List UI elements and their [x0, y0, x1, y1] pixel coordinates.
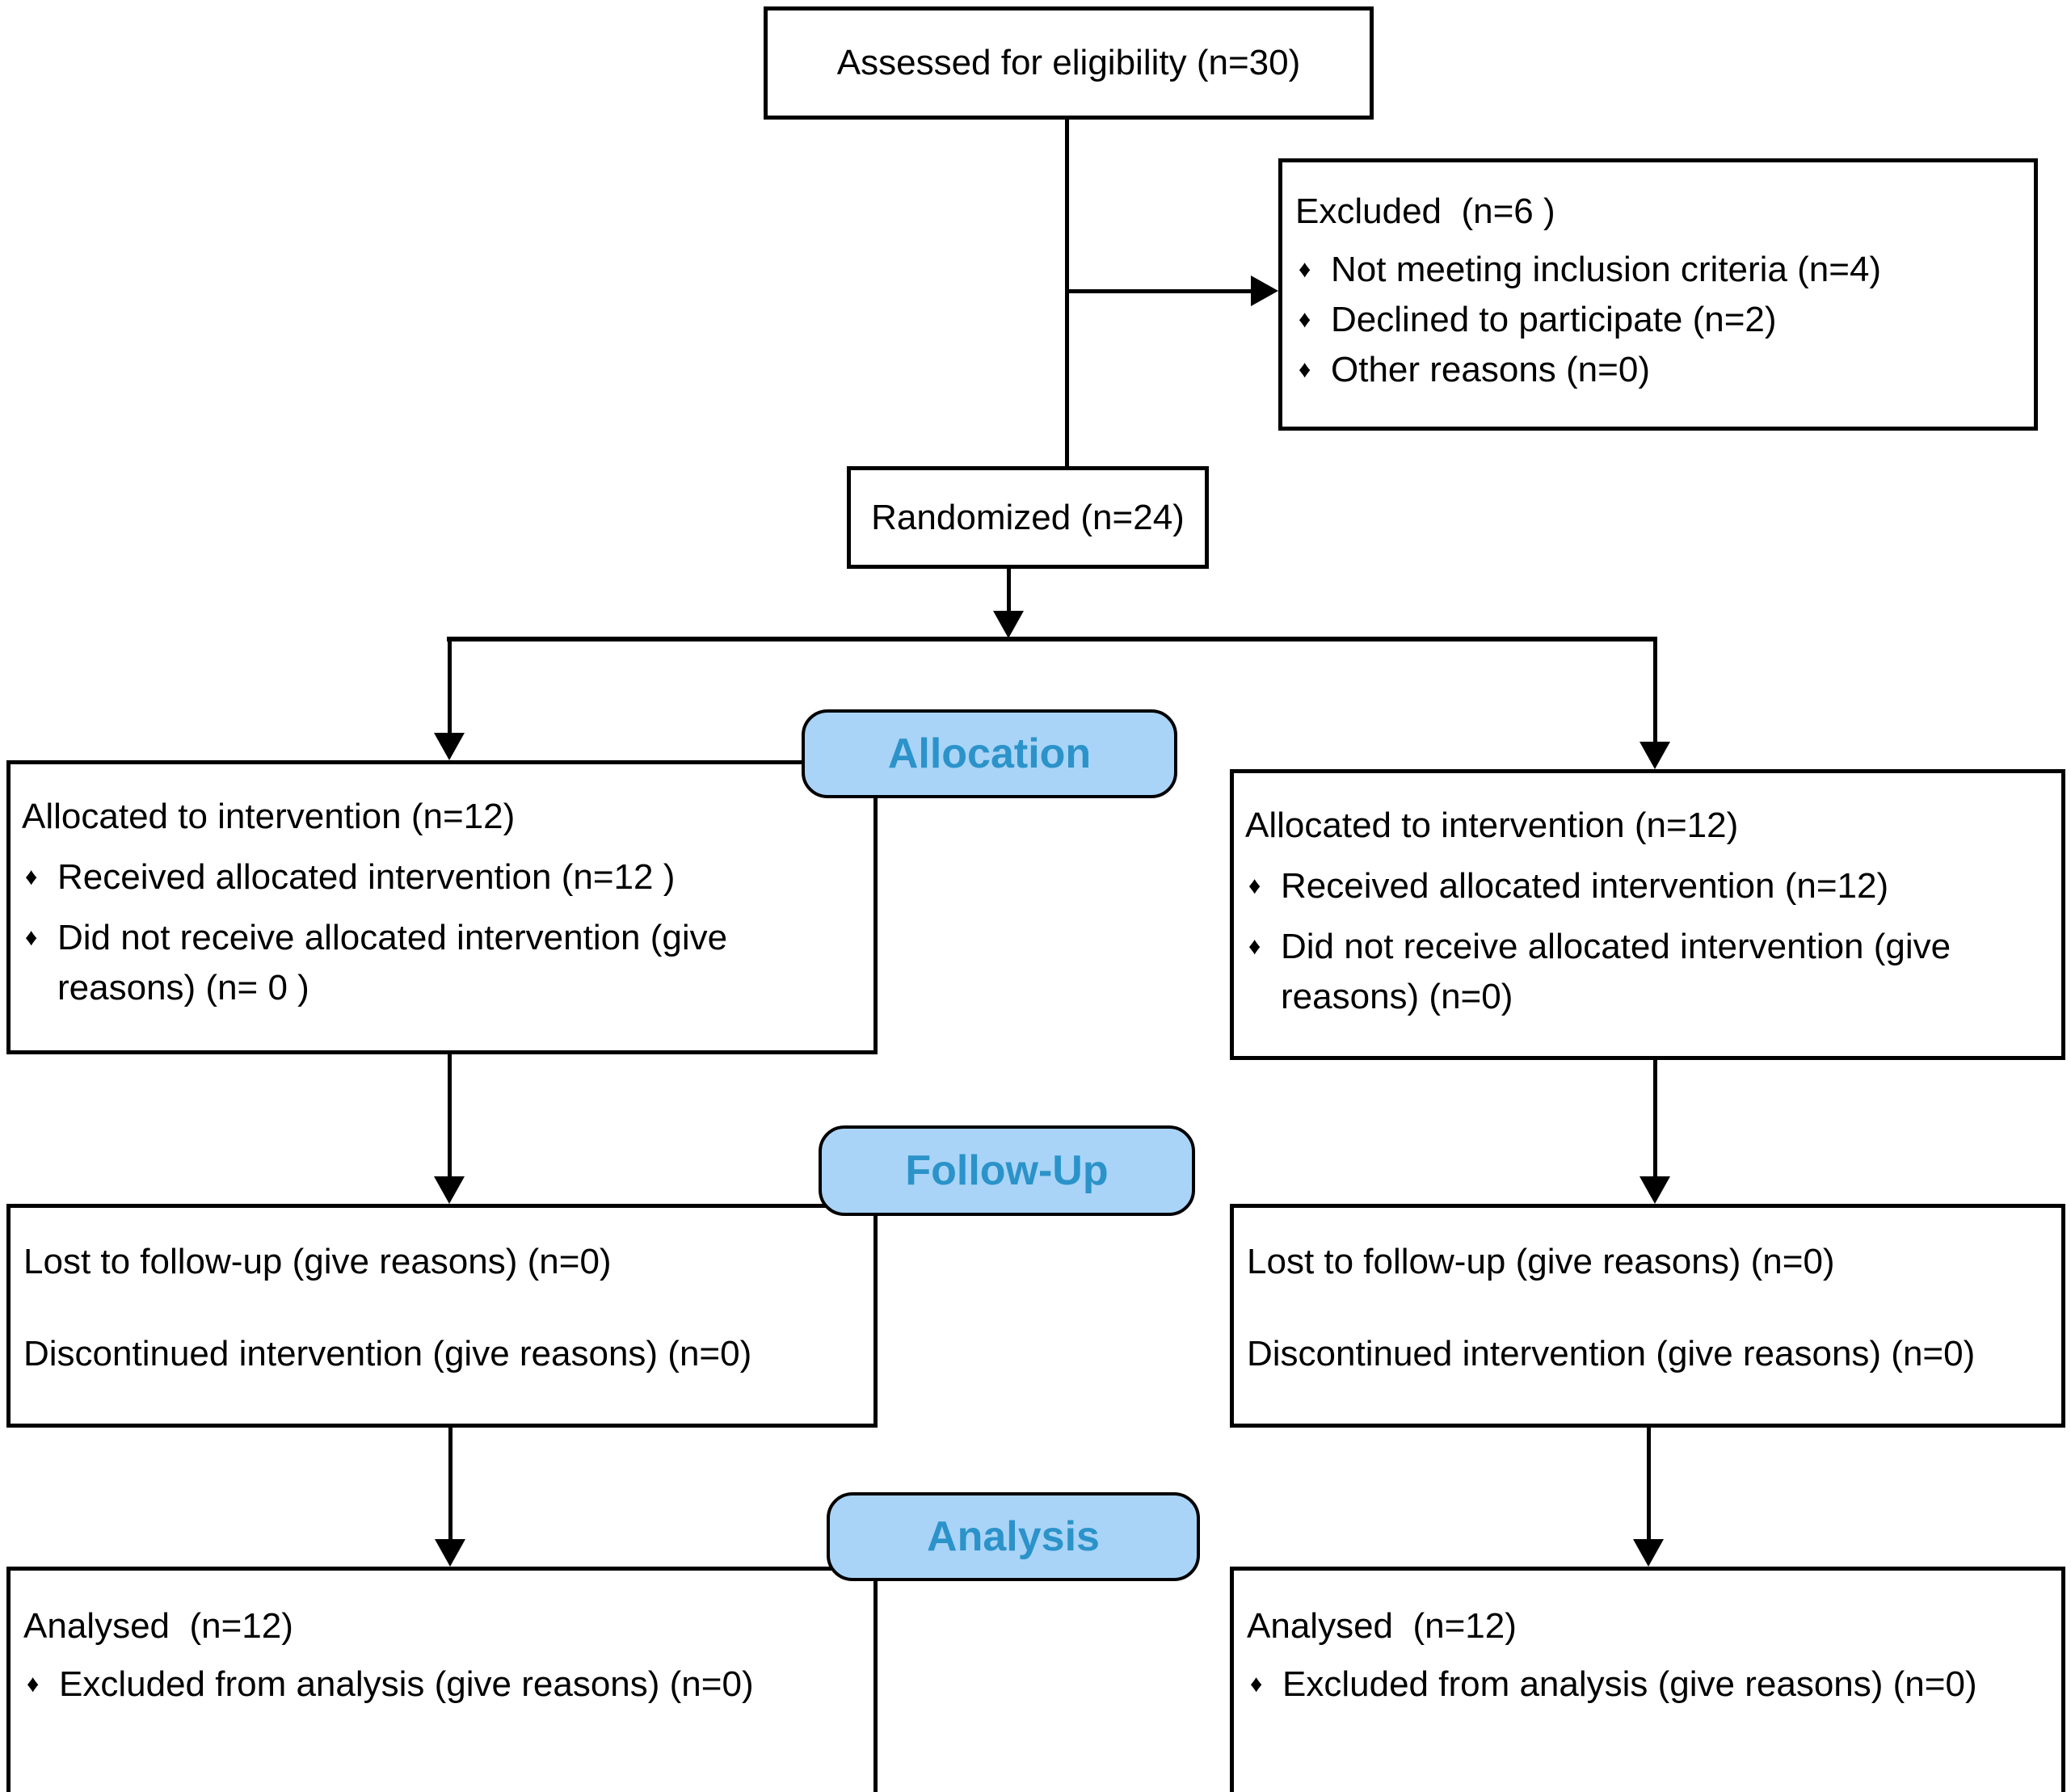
arrowhead-right-excluded-icon — [1251, 276, 1278, 306]
arrowhead-down-alloc-left-icon — [434, 733, 465, 760]
allocation-right-title: Allocated to intervention (n=12) — [1245, 806, 1739, 845]
arrowhead-down-analysis-right-icon — [1633, 1539, 1664, 1567]
followup-left-line: Lost to follow-up (give reasons) (n=0) — [23, 1242, 612, 1281]
arrowhead-down-followup-right-icon — [1640, 1176, 1670, 1204]
connector-split-bar — [447, 637, 1657, 642]
randomized-box: Randomized (n=24) — [847, 466, 1209, 569]
excluded-bullet-text: Not meeting inclusion criteria (n=4) — [1331, 250, 1882, 289]
connector-split-to-alloc-right — [1653, 638, 1657, 743]
stage-followup-pill: Follow-Up — [819, 1125, 1195, 1216]
diamond-bullet-icon: ♦ — [1248, 933, 1261, 960]
allocation-left-bullet-item: ♦ Received allocated intervention (n=12 … — [22, 852, 864, 902]
excluded-box: Excluded (n=6 ) ♦ Not meeting inclusion … — [1278, 158, 2038, 431]
assessed-eligibility-text: Assessed for eligibility (n=30) — [836, 43, 1301, 82]
connector-followup-to-analysis-left — [448, 1425, 453, 1541]
connector-alloc-to-followup-left — [448, 1053, 452, 1178]
followup-left-line: Discontinued intervention (give reasons)… — [23, 1334, 752, 1373]
excluded-bullet-item: ♦ Other reasons (n=0) — [1295, 345, 2023, 395]
analysis-right-title: Analysed (n=12) — [1247, 1606, 1517, 1646]
analysis-left-bullet-item: ♦ Excluded from analysis (give reasons) … — [23, 1659, 864, 1710]
connector-followup-to-analysis-right — [1647, 1425, 1651, 1541]
excluded-bullet-item: ♦ Declined to participate (n=2) — [1295, 295, 2023, 345]
arrowhead-down-followup-left-icon — [434, 1176, 465, 1204]
excluded-bullet-text: Other reasons (n=0) — [1331, 350, 1650, 389]
analysis-left-title: Analysed (n=12) — [23, 1606, 293, 1646]
randomized-text: Randomized (n=24) — [871, 497, 1185, 537]
allocation-right-bullet-item: ♦ Did not receive allocated intervention… — [1245, 922, 2053, 1022]
analysis-left-box: Analysed (n=12) ♦ Excluded from analysis… — [6, 1567, 878, 1792]
followup-left-box: Lost to follow-up (give reasons) (n=0) D… — [6, 1204, 878, 1428]
diamond-bullet-icon: ♦ — [1250, 1671, 1263, 1697]
allocation-right-bullet-text: Received allocated intervention (n=12) — [1281, 866, 1889, 906]
allocation-left-bullet-text: Did not receive allocated intervention (… — [57, 918, 738, 1007]
connector-alloc-to-followup-right — [1653, 1058, 1657, 1178]
stage-followup-label: Follow-Up — [905, 1147, 1109, 1194]
diamond-bullet-icon: ♦ — [25, 864, 38, 890]
excluded-bullet-text: Declined to participate (n=2) — [1331, 300, 1777, 339]
stage-analysis-pill: Analysis — [827, 1492, 1200, 1581]
analysis-left-bullet-text: Excluded from analysis (give reasons) (n… — [59, 1664, 754, 1704]
allocation-right-bullet-item: ♦ Received allocated intervention (n=12) — [1245, 861, 2053, 911]
stage-analysis-label: Analysis — [927, 1513, 1100, 1560]
excluded-bullet-item: ♦ Not meeting inclusion criteria (n=4) — [1295, 245, 2023, 295]
connector-branch-to-excluded — [1065, 289, 1252, 293]
followup-right-line: Lost to follow-up (give reasons) (n=0) — [1247, 1242, 1835, 1281]
allocation-left-box: Allocated to intervention (n=12) ♦ Recei… — [6, 760, 878, 1054]
allocation-left-title: Allocated to intervention (n=12) — [22, 797, 516, 836]
diamond-bullet-icon: ♦ — [27, 1671, 40, 1697]
diamond-bullet-icon: ♦ — [1299, 356, 1311, 383]
allocation-left-bullet-text: Received allocated intervention (n=12 ) — [57, 857, 676, 897]
allocation-right-box: Allocated to intervention (n=12) ♦ Recei… — [1230, 769, 2065, 1060]
assessed-eligibility-box: Assessed for eligibility (n=30) — [764, 6, 1374, 120]
diamond-bullet-icon: ♦ — [1299, 256, 1311, 283]
diamond-bullet-icon: ♦ — [1248, 873, 1261, 899]
connector-randomized-stem — [1007, 568, 1011, 612]
diamond-bullet-icon: ♦ — [25, 924, 38, 951]
excluded-title: Excluded (n=6 ) — [1295, 191, 1555, 231]
analysis-right-bullet-item: ♦ Excluded from analysis (give reasons) … — [1247, 1659, 2053, 1710]
followup-right-box: Lost to follow-up (give reasons) (n=0) D… — [1230, 1204, 2065, 1428]
analysis-right-box: Analysed (n=12) ♦ Excluded from analysis… — [1230, 1567, 2065, 1792]
arrowhead-down-alloc-right-icon — [1640, 742, 1670, 769]
arrowhead-down-split-icon — [993, 611, 1024, 638]
analysis-right-bullet-text: Excluded from analysis (give reasons) (n… — [1282, 1664, 1977, 1704]
stage-allocation-pill: Allocation — [802, 709, 1177, 798]
allocation-right-bullet-text: Did not receive allocated intervention (… — [1281, 927, 1961, 1016]
arrowhead-down-analysis-left-icon — [435, 1539, 465, 1567]
allocation-left-bullet-item: ♦ Did not receive allocated intervention… — [22, 913, 864, 1013]
diamond-bullet-icon: ♦ — [1299, 306, 1311, 333]
stage-allocation-label: Allocation — [887, 730, 1092, 777]
followup-right-line: Discontinued intervention (give reasons)… — [1247, 1334, 1976, 1373]
connector-split-to-alloc-left — [448, 638, 452, 734]
